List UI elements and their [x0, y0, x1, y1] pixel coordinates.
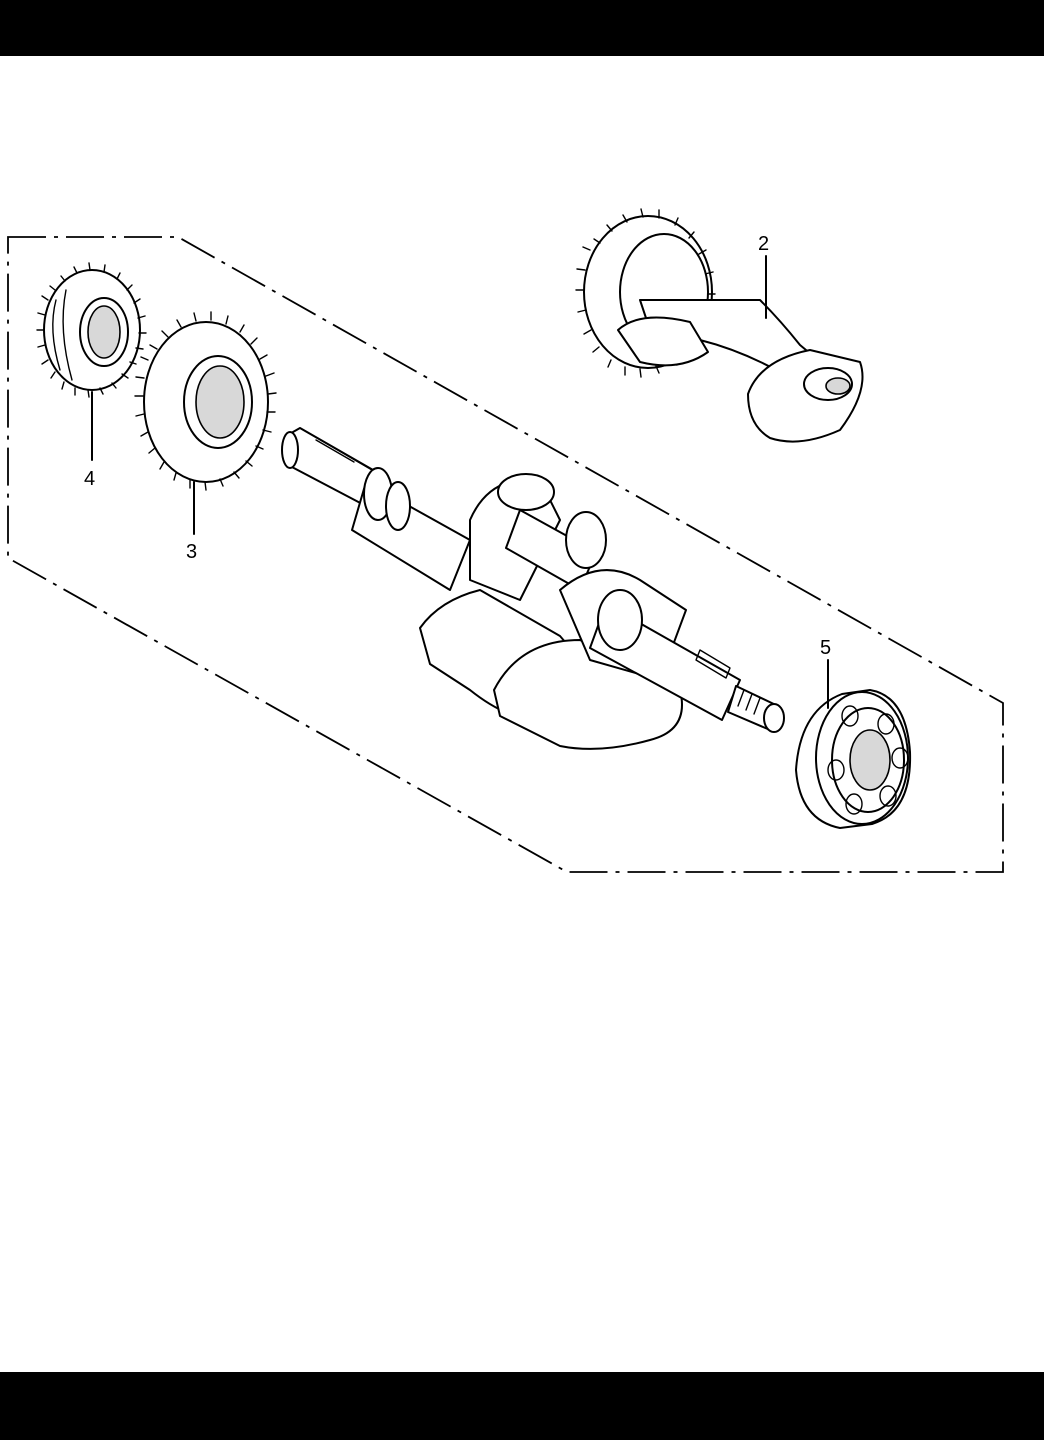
gear-3-part: [135, 312, 276, 490]
callout-4: 4: [84, 468, 95, 490]
crankshaft-part: [282, 428, 784, 749]
callout-2: 2: [758, 233, 769, 255]
callout-5: 5: [820, 637, 831, 659]
callout-3: 3: [186, 541, 197, 563]
balancer-shaft-part: [576, 209, 863, 442]
gear-4-part: [37, 263, 146, 397]
bearing-part: [796, 690, 910, 828]
